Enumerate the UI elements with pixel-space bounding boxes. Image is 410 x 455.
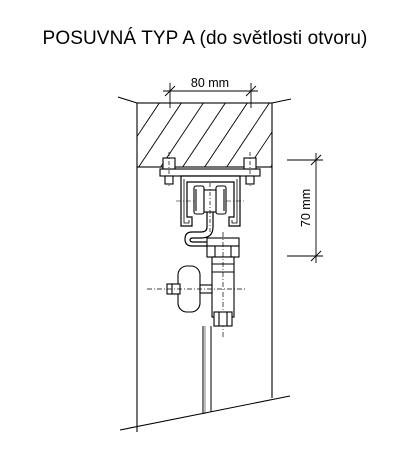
dimension-height xyxy=(287,153,323,263)
dimension-height-label: 70 mm xyxy=(299,189,313,227)
dimension-width-label: 80 mm xyxy=(191,76,229,90)
dimension-width xyxy=(163,83,258,108)
hanger-bolt xyxy=(206,232,240,338)
door-leaf xyxy=(202,326,212,414)
side-roller xyxy=(147,265,245,313)
hanger-stem xyxy=(184,212,214,247)
mounting-bracket xyxy=(159,152,261,186)
drawing-title: POSUVNÁ TYP A (do světlosti otvoru) xyxy=(42,28,368,49)
beam-hatching xyxy=(137,103,272,167)
ceiling-beam xyxy=(117,96,292,168)
trolley-wheels xyxy=(193,183,227,232)
